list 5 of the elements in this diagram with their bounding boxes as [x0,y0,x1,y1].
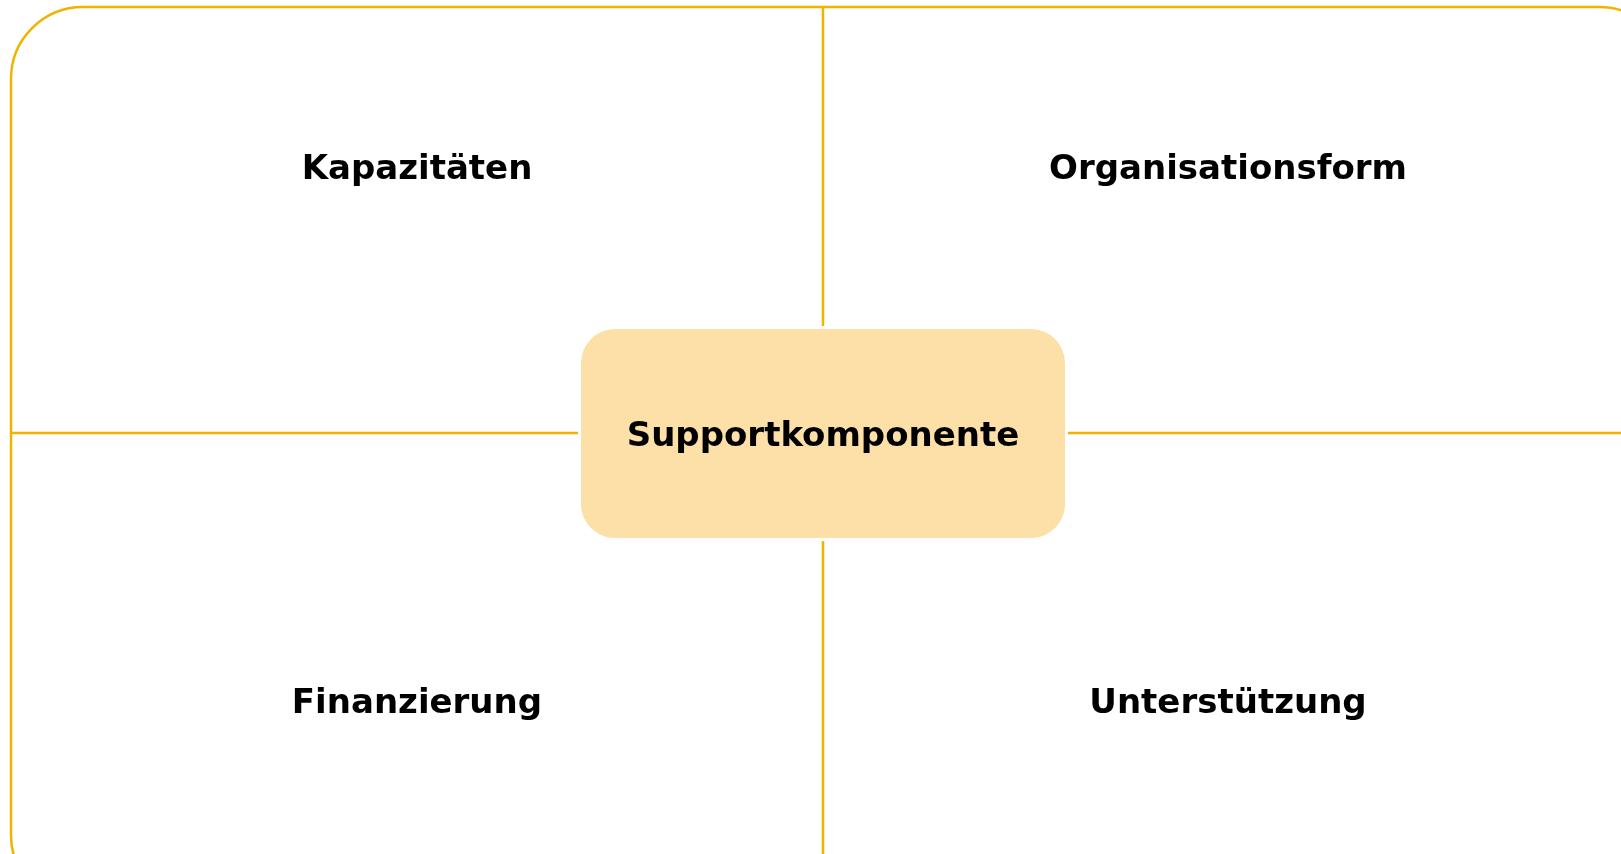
quadrant-title: Finanzierung [291,681,543,721]
quadrant-title: Kapazitäten [301,147,533,187]
quadrant-title: Unterstützung [1089,681,1367,721]
center-box: Supportkomponente [581,329,1065,538]
quadrant-title: Organisationsform [1049,147,1407,187]
